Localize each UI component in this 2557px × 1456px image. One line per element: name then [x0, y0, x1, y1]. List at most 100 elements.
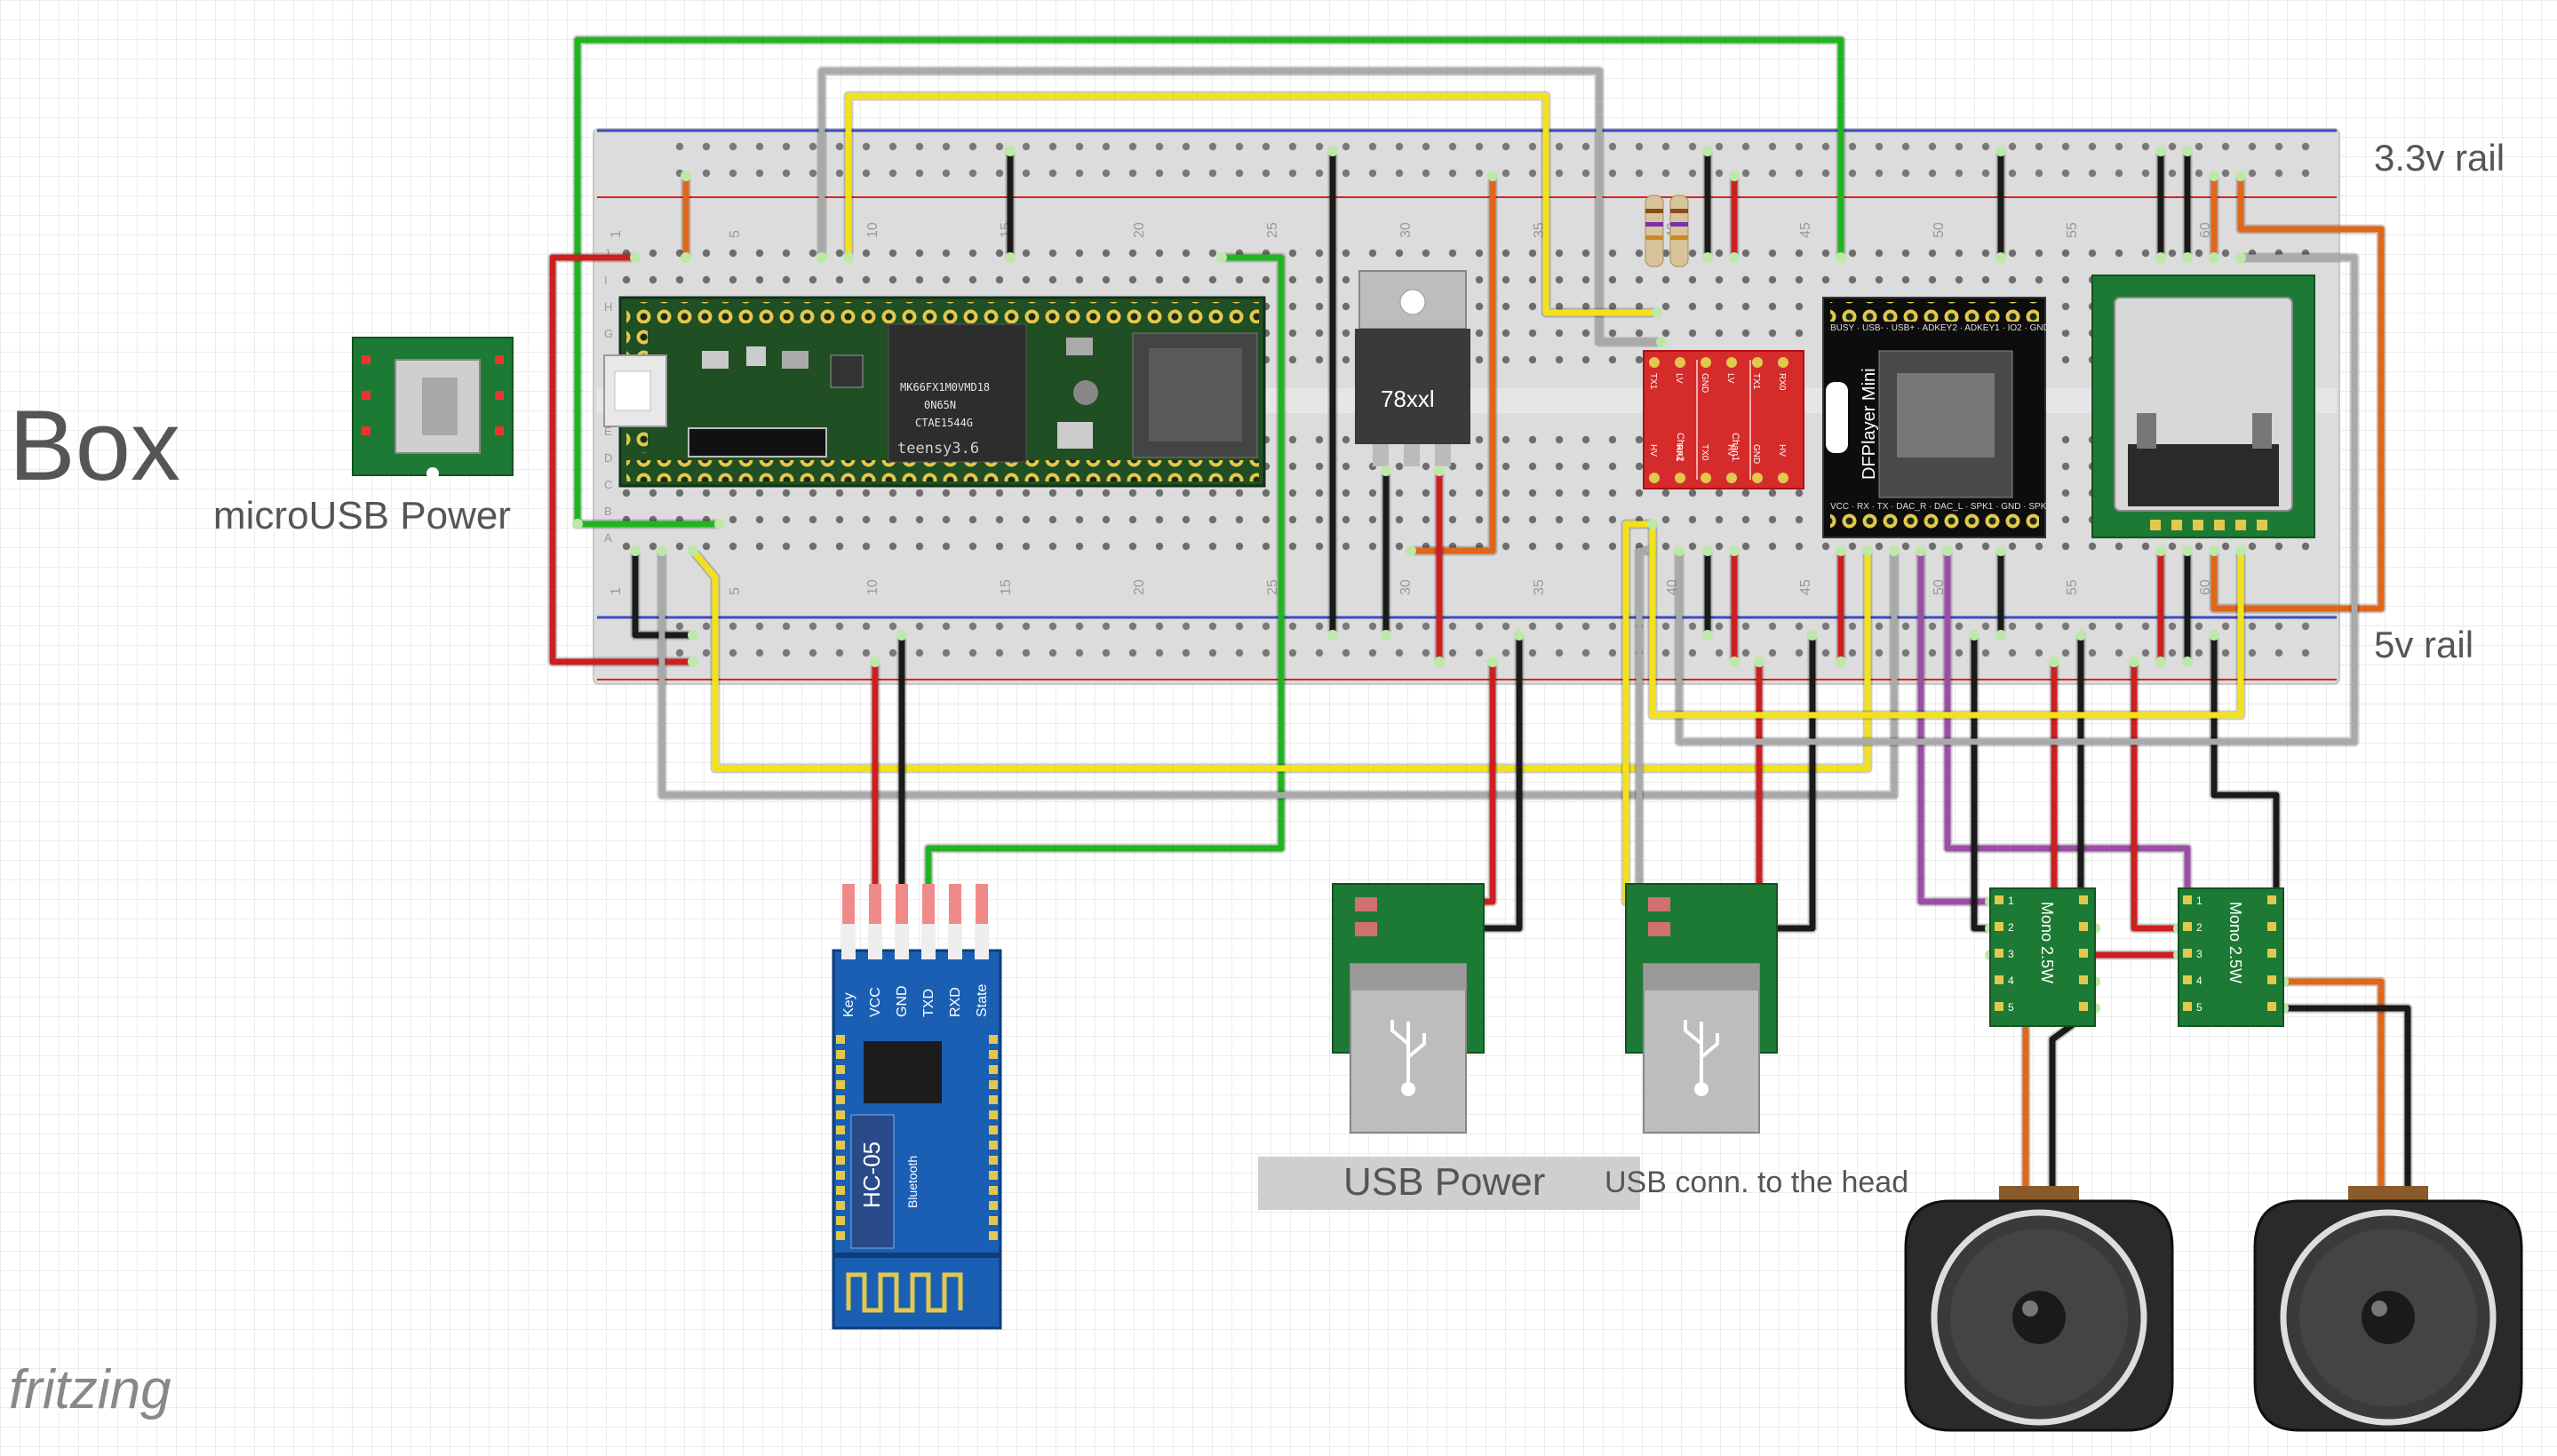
level-shifter-pin-label: TX0 [1700, 444, 1709, 461]
wire-end [1836, 252, 1846, 263]
hc05-pad-left [836, 1126, 845, 1134]
hc05-pad-right [989, 1035, 998, 1044]
hc05-pad-left [836, 1141, 845, 1150]
wire-white-top [818, 68, 1665, 346]
amp-name: Mono 2.5W [2226, 902, 2244, 983]
amp-pin [1995, 975, 2003, 984]
hc05-name: HC-05 [858, 1142, 885, 1208]
amp-pin [2183, 895, 2192, 904]
breadboard-number-bottom: 25 [1265, 579, 1280, 595]
hc05-pin-base [921, 924, 936, 959]
breadboard-number-top: 1 [609, 230, 624, 238]
wire-end [572, 519, 583, 529]
wire-end [1889, 545, 1900, 556]
wire-end [2209, 171, 2219, 181]
amp-pin [2267, 949, 2276, 958]
dfplayer-module: DFPlayer Mini BUSY · USB- · USB+ · ADKEY… [1822, 297, 2072, 538]
breadboard-number-bottom: 50 [1932, 579, 1947, 595]
wire-end [2235, 171, 2246, 181]
amp-pin [2183, 949, 2192, 958]
hc05-pad-right [989, 1110, 998, 1119]
usb-pad [1648, 922, 1670, 936]
wire-end [2155, 252, 2166, 263]
usb-plug-top [1350, 964, 1466, 991]
breadboard-number-top: 45 [1798, 222, 1813, 238]
hc05-pad-left [836, 1110, 845, 1119]
chip-label-2: 0N65N [924, 399, 956, 411]
wire-end [870, 656, 880, 667]
breadboard-number-bottom: 1 [609, 587, 624, 595]
level-shifter-pin-label: TX1 [1751, 373, 1761, 390]
breadboard-number-top: 10 [865, 222, 880, 238]
dfplayer-top-pins: BUSY · USB- · USB+ · ADKEY2 · ADKEY1 · I… [1830, 323, 2072, 333]
amp-pin [2079, 1002, 2088, 1011]
wire-end [1327, 146, 1338, 156]
wire-end [2182, 656, 2193, 667]
wire-end [2182, 252, 2193, 263]
hc05-pad-left [836, 1231, 845, 1240]
hc05-pad-left [836, 1080, 845, 1089]
wire-purple-amp2 [1944, 547, 2191, 905]
level-shifter-pin [1778, 473, 1788, 483]
wire-end [688, 545, 698, 556]
amp-pin [1995, 949, 2003, 958]
rj-pin [2150, 520, 2161, 530]
wire-end [1995, 545, 2006, 556]
hc05-pad-left [836, 1186, 845, 1195]
dfplayer-name: DFPlayer Mini [1860, 368, 1879, 480]
voltage-regulator: 78xxl [1355, 270, 1470, 466]
breadboard-number-top: 25 [1265, 222, 1280, 238]
wire-end [2129, 656, 2139, 667]
wire-end [1487, 656, 1498, 667]
wire-end [2075, 630, 2086, 640]
wire-end [1674, 545, 1685, 556]
amp-pin-label: 3 [2008, 948, 2014, 960]
breadboard-number-bottom: 55 [2065, 579, 2080, 595]
hc05-pad-right [989, 1141, 998, 1150]
hc05-pin-label: RXD [948, 987, 963, 1017]
wire-end [2155, 545, 2166, 556]
wire-end [2182, 146, 2193, 156]
wire-end [688, 656, 698, 667]
wire-end [1702, 146, 1713, 156]
level-shifter-pin [1778, 357, 1788, 368]
hc05-pad-left [836, 1035, 845, 1044]
amp-pin-label: 2 [2008, 921, 2014, 934]
wire-white-right [1676, 254, 2358, 745]
breadboard-row-letter: I [604, 274, 608, 287]
wire-end [1729, 545, 1740, 556]
amp-pin-label: 4 [2008, 975, 2014, 987]
level-shifter-pin [1649, 357, 1660, 368]
hc05-pad-right [989, 1216, 998, 1225]
amp-pin [1995, 922, 2003, 931]
usb-icon-dot [1401, 1082, 1415, 1096]
hc05-pin-base [895, 924, 909, 959]
amp-pin-label: 1 [2196, 895, 2203, 907]
hc05-pad-right [989, 1095, 998, 1104]
hc05-pad-right [989, 1126, 998, 1134]
wire-end [1995, 630, 2006, 640]
speaker-dustcap [2012, 1291, 2066, 1344]
breadboard-row-letter: D [604, 451, 612, 465]
level-shifter-pin-label: RX1 [1674, 444, 1684, 462]
breadboard-number-top: 20 [1132, 222, 1147, 238]
wire-end [2209, 252, 2219, 263]
breadboard-row-letter: E [604, 425, 612, 438]
speaker-highlight [2022, 1301, 2038, 1317]
hc05-pad-right [989, 1231, 998, 1240]
wire-end [1807, 630, 1818, 640]
level-shifter-pin [1752, 473, 1763, 483]
wire-end [1754, 656, 1764, 667]
wire-red-amp2 [2131, 658, 2182, 932]
breadboard-number-top: 5 [728, 230, 743, 238]
wire-end [2155, 146, 2166, 156]
hc05-pad-left [836, 1095, 845, 1104]
wire-end [2155, 656, 2166, 667]
wire-end [1729, 252, 1740, 263]
wire-end [1969, 630, 1979, 640]
wire-black-spk2 [2280, 1005, 2411, 1198]
wire-end [1702, 252, 1713, 263]
